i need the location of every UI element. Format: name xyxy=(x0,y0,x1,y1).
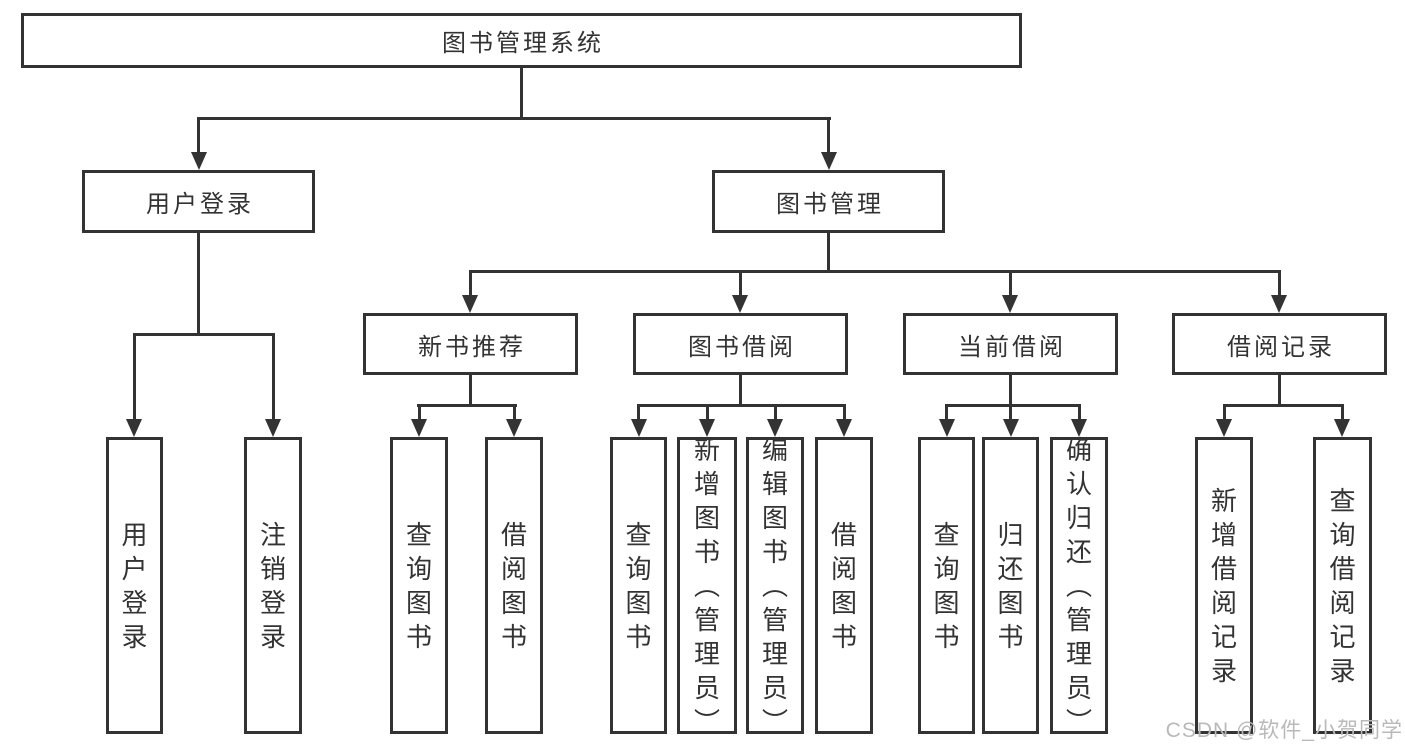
node-new-book-rec: 新书推荐 xyxy=(363,313,578,375)
connector-arrowhead xyxy=(1334,419,1350,437)
node-current-borrow: 当前借阅 xyxy=(903,313,1118,375)
connector-arrowhead xyxy=(411,419,427,437)
node-records-add: 新增借阅记录 xyxy=(1195,437,1253,734)
connector-line xyxy=(827,117,830,153)
connector-line xyxy=(1223,404,1344,407)
connector-line xyxy=(197,117,200,153)
connector-arrowhead xyxy=(506,419,522,437)
connector-arrowhead xyxy=(462,295,478,313)
node-borrow-borrow: 借阅图书 xyxy=(815,437,873,734)
connector-arrowhead xyxy=(126,419,142,437)
connector-line xyxy=(1009,373,1012,407)
connector-line xyxy=(469,373,472,407)
node-borrow-edit-admin: 编辑图书︵管理员︶ xyxy=(746,435,804,737)
connector-line xyxy=(945,404,1081,407)
connector-line xyxy=(1223,404,1226,421)
connector-line xyxy=(133,333,136,421)
connector-line xyxy=(1009,404,1012,421)
connector-line xyxy=(1078,404,1081,421)
connector-arrowhead xyxy=(191,152,207,170)
connector-arrowhead xyxy=(265,419,281,437)
connector-arrowhead xyxy=(767,419,783,437)
connector-line xyxy=(739,373,742,407)
connector-arrowhead xyxy=(1002,295,1018,313)
node-records-query: 查询借阅记录 xyxy=(1313,437,1372,734)
node-logout: 注销登录 xyxy=(244,437,302,734)
node-borrow-records: 借阅记录 xyxy=(1172,313,1387,375)
connector-line xyxy=(637,404,846,407)
connector-line xyxy=(1341,404,1344,421)
node-current-confirm-admin: 确认归还︵管理员︶ xyxy=(1050,435,1108,737)
connector-arrowhead xyxy=(631,419,647,437)
connector-line xyxy=(197,233,200,336)
connector-line xyxy=(706,404,709,421)
connector-line xyxy=(197,117,831,120)
connector-line xyxy=(1278,373,1281,407)
connector-line xyxy=(945,404,948,421)
connector-arrowhead xyxy=(732,295,748,313)
connector-arrowhead xyxy=(1003,419,1019,437)
node-newbook-borrow: 借阅图书 xyxy=(485,437,543,734)
connector-line xyxy=(637,404,640,421)
connector-line xyxy=(843,404,846,421)
node-book-borrow: 图书借阅 xyxy=(633,313,848,375)
node-login: 用户登录 xyxy=(106,437,163,734)
connector-line xyxy=(469,270,472,297)
node-user-login: 用户登录 xyxy=(82,170,315,233)
connector-line xyxy=(272,333,275,421)
connector-arrowhead xyxy=(939,419,955,437)
connector-line xyxy=(520,68,523,119)
node-borrow-add-admin: 新增图书︵管理员︶ xyxy=(677,435,737,737)
connector-line xyxy=(827,233,830,273)
connector-arrowhead xyxy=(1071,419,1087,437)
connector-line xyxy=(133,333,275,336)
node-current-query: 查询图书 xyxy=(918,437,975,734)
node-current-return: 归还图书 xyxy=(982,437,1039,734)
connector-line xyxy=(513,404,516,421)
node-book-mgmt: 图书管理 xyxy=(712,170,945,233)
node-borrow-query: 查询图书 xyxy=(610,437,667,734)
connector-arrowhead xyxy=(1216,419,1232,437)
connector-arrowhead xyxy=(699,419,715,437)
node-newbook-query: 查询图书 xyxy=(390,437,448,734)
connector-line xyxy=(1278,270,1281,297)
connector-arrowhead xyxy=(836,419,852,437)
connector-line xyxy=(417,404,517,407)
csdn-watermark: CSDN @软件_小贺同学 xyxy=(1165,719,1403,742)
connector-arrowhead xyxy=(821,152,837,170)
connector-line xyxy=(1009,270,1012,297)
node-root: 图书管理系统 xyxy=(21,13,1022,68)
connector-arrowhead xyxy=(1271,295,1287,313)
connector-line xyxy=(418,404,421,421)
connector-line xyxy=(739,270,742,297)
connector-line xyxy=(469,270,1281,273)
connector-line xyxy=(774,404,777,421)
